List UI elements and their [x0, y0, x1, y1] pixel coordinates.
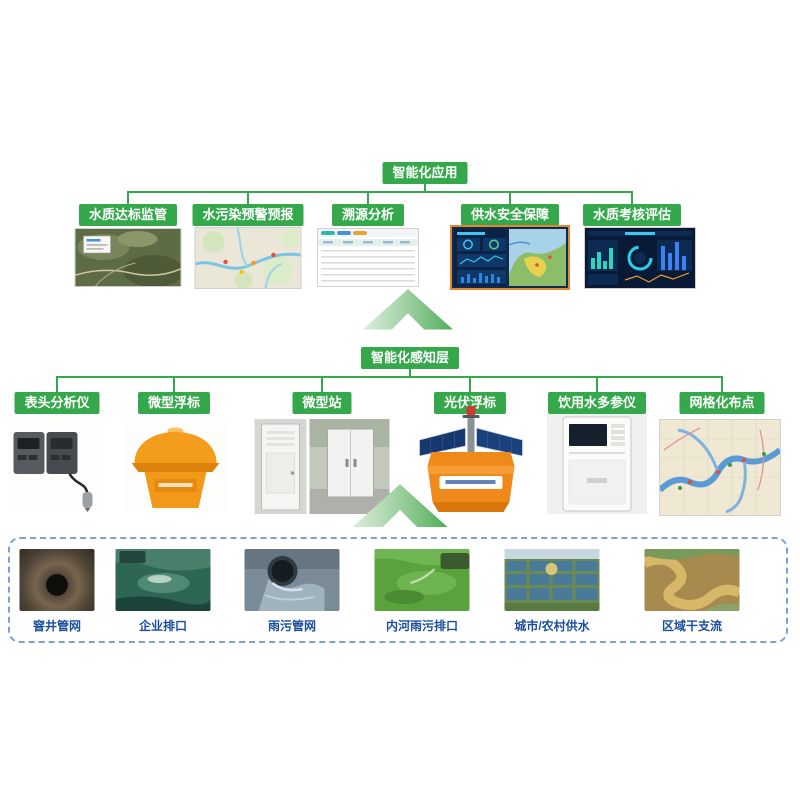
- drinking-water-multiparam-photo: [547, 414, 647, 514]
- trace-analysis-table-screenshot: [317, 228, 419, 287]
- assessment-dashboard-screenshot: [584, 227, 696, 289]
- rain-sewage-pipe-photo: [244, 549, 340, 611]
- sense-item-label-solar-buoy: 光伏浮标: [433, 392, 507, 414]
- connector-sense-drop-3: [321, 376, 323, 392]
- connector-sense-drop-5: [596, 376, 598, 392]
- connector-sense-drop-6: [721, 376, 723, 392]
- connector-app-stub: [424, 184, 426, 192]
- up-arrow-icon: [352, 484, 448, 527]
- scene-label-urban-rural-supply: 城市/农村供水: [514, 619, 590, 633]
- scene-label-rain-sewage-pipe: 雨污管网: [267, 619, 317, 633]
- sense-item-label-grid: 网格化布点: [679, 392, 765, 414]
- manhole-pipe-photo: [19, 549, 95, 611]
- enterprise-outlet-illustration: [115, 549, 211, 611]
- app-layer-title: 智能化应用: [382, 162, 468, 184]
- river-rain-sewage-outlet-photo: [374, 549, 470, 611]
- solar-buoy-illustration: [419, 406, 523, 512]
- micro-buoy-photo: [123, 419, 229, 511]
- grid-layout-map: [659, 419, 781, 516]
- supply-dashboard-illustration: [452, 227, 568, 288]
- up-arrow-icon: [363, 289, 453, 330]
- water-supply-dashboard-screenshot: [450, 225, 570, 290]
- app-item-label-assessment: 水质考核评估: [582, 204, 682, 226]
- probe-analyzer-photo: [9, 420, 105, 512]
- city-map-illustration: [195, 228, 301, 288]
- scene-label-manhole: 窨井管网: [32, 619, 82, 633]
- scene-layer-border: [8, 537, 788, 643]
- up-arrow-top: [361, 289, 456, 334]
- scene-label-regional-streams: 区域干支流: [661, 619, 723, 633]
- micro-station-closeup-illustration: [254, 419, 307, 514]
- micro-buoy-illustration: [123, 419, 229, 511]
- connector-sense-drop-4: [469, 376, 471, 392]
- sense-layer-title: 智能化感知层: [360, 347, 460, 369]
- app-item-label-forecast: 水污染预警预报: [192, 204, 304, 226]
- yellow-river-illustration: [644, 549, 740, 611]
- enterprise-outlet-photo: [115, 549, 211, 611]
- satellite-map-illustration: [75, 229, 181, 286]
- pollution-forecast-map-screenshot: [194, 227, 302, 289]
- urban-rural-water-supply-photo: [504, 549, 600, 611]
- connector-app-drop-2: [247, 191, 249, 204]
- app-item-label-trace: 溯源分析: [331, 204, 405, 226]
- scene-label-river-outlet: 内河雨污排口: [385, 619, 459, 633]
- up-arrow-bottom: [352, 484, 448, 532]
- connector-sense-drop-2: [173, 376, 175, 392]
- probe-analyzer-illustration: [9, 420, 105, 512]
- app-item-label-supervision: 水质达标监管: [78, 204, 178, 226]
- sense-item-label-micro-station: 微型站: [292, 392, 352, 414]
- regional-main-tributary-photo: [644, 549, 740, 611]
- connector-app-drop-1: [127, 191, 129, 204]
- satellite-map-screenshot: [74, 228, 182, 287]
- sense-item-label-multiparam: 饮用水多参仪: [547, 392, 647, 414]
- rain-sewage-pipe-illustration: [244, 549, 340, 611]
- multiparam-cabinet-illustration: [547, 414, 647, 514]
- app-item-label-supply-safety: 供水安全保障: [460, 204, 560, 226]
- connector-sense-drop-1: [56, 376, 58, 392]
- connector-app-drop-3: [367, 191, 369, 204]
- connector-app-drop-5: [631, 191, 633, 204]
- water-supply-ponds-illustration: [504, 549, 600, 611]
- connector-app-horizontal: [127, 191, 633, 193]
- dark-dashboard-illustration: [585, 228, 695, 288]
- solar-buoy-photo: [414, 404, 529, 519]
- table-ui-illustration: [318, 229, 418, 286]
- connector-sense-horizontal: [56, 376, 723, 378]
- grid-map-illustration: [660, 420, 780, 515]
- sense-item-label-analyzer: 表头分析仪: [14, 392, 100, 414]
- connector-app-drop-4: [509, 191, 511, 204]
- sense-item-label-micro-buoy: 微型浮标: [137, 392, 211, 414]
- scene-label-enterprise-outlet: 企业排口: [138, 619, 188, 633]
- river-outlet-illustration: [374, 549, 470, 611]
- connector-sense-stub: [409, 369, 411, 377]
